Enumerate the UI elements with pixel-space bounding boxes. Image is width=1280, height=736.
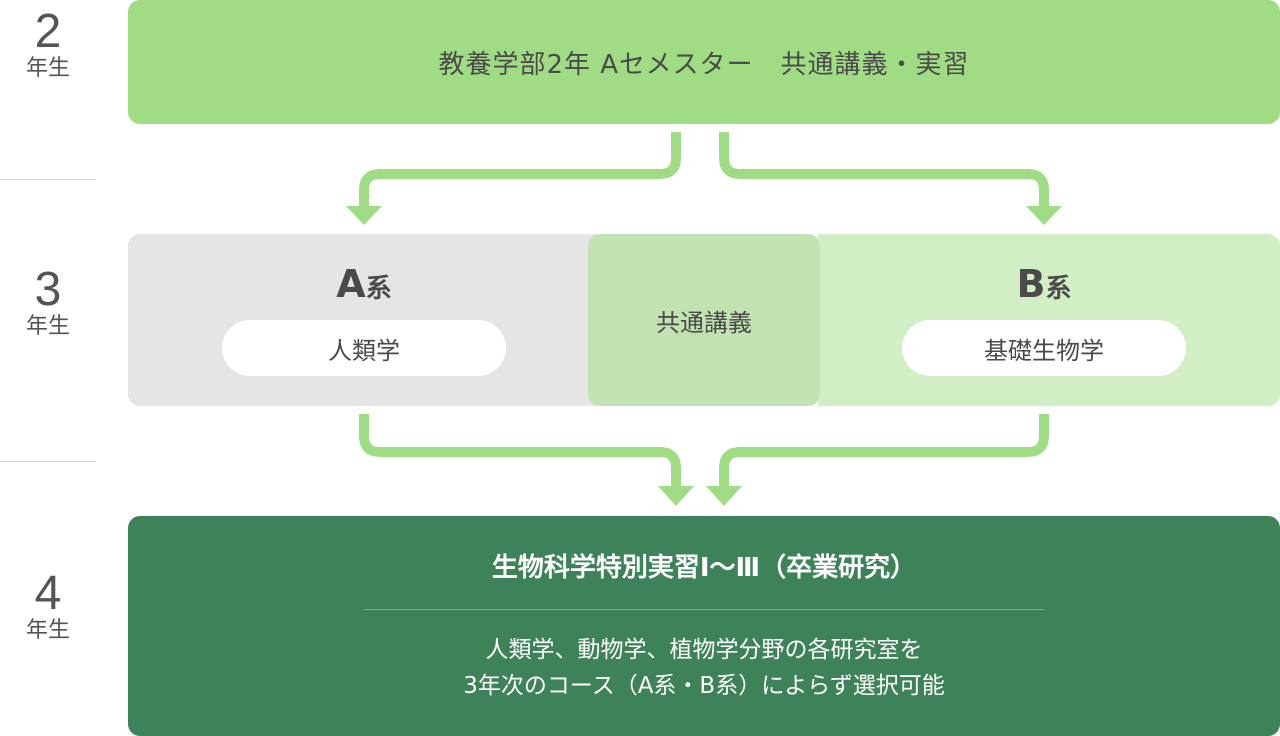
year-label-4: 4 年生	[0, 570, 96, 644]
arrowhead-icon	[658, 486, 694, 506]
a-system-title: A系	[222, 262, 506, 311]
year4-divider	[364, 609, 1044, 610]
year4-description-line2: 3年次のコース（A系・B系）によらず選択可能	[463, 673, 945, 699]
year-number: 2	[34, 5, 62, 58]
year-label-3: 3 年生	[0, 266, 96, 340]
a-system-course-pill: 人類学	[222, 320, 506, 376]
arrow-a-to-year4	[359, 414, 681, 488]
arrowhead-icon	[1026, 206, 1062, 225]
year3-box: 共通講義 A系 人類学 B系 基礎生物学	[128, 234, 1280, 406]
year-suffix: 年生	[25, 314, 70, 339]
common-lecture-panel: 共通講義	[588, 234, 820, 406]
arrow-to-b-system	[719, 132, 1049, 208]
b-system-letter: B	[1016, 262, 1046, 306]
year4-description-line1: 人類学、動物学、植物学分野の各研究室を	[485, 637, 923, 663]
arrow-b-to-year4	[719, 414, 1049, 488]
year2-common-box: 教養学部2年 Aセメスター 共通講義・実習	[128, 0, 1280, 124]
arrowhead-icon	[346, 206, 382, 225]
year-number: 4	[34, 567, 62, 620]
b-system-suffix: 系	[1045, 274, 1072, 304]
year2-title: 教養学部2年 Aセメスター 共通講義・実習	[438, 49, 970, 80]
arrow-to-a-system	[359, 132, 681, 208]
year-label-2: 2 年生	[0, 8, 96, 82]
b-system-course-pill: 基礎生物学	[902, 320, 1186, 376]
year4-research-box: 生物科学特別実習Ⅰ～Ⅲ（卒業研究） 人類学、動物学、植物学分野の各研究室を 3年…	[128, 516, 1280, 736]
common-lecture-label: 共通講義	[656, 308, 752, 337]
year4-description: 人類学、動物学、植物学分野の各研究室を 3年次のコース（A系・B系）によらず選択…	[128, 632, 1280, 704]
b-system-course: 基礎生物学	[984, 336, 1104, 365]
a-system-letter: A	[336, 262, 366, 306]
a-system-suffix: 系	[365, 274, 392, 304]
year4-title: 生物科学特別実習Ⅰ～Ⅲ（卒業研究）	[491, 553, 917, 583]
year-suffix: 年生	[25, 56, 70, 81]
b-system-title: B系	[902, 262, 1186, 311]
year-number: 3	[34, 263, 62, 316]
year-divider	[0, 461, 96, 462]
a-system-course: 人類学	[328, 336, 400, 365]
year-divider	[0, 179, 96, 180]
year-suffix: 年生	[25, 618, 70, 643]
arrowhead-icon	[706, 486, 742, 506]
